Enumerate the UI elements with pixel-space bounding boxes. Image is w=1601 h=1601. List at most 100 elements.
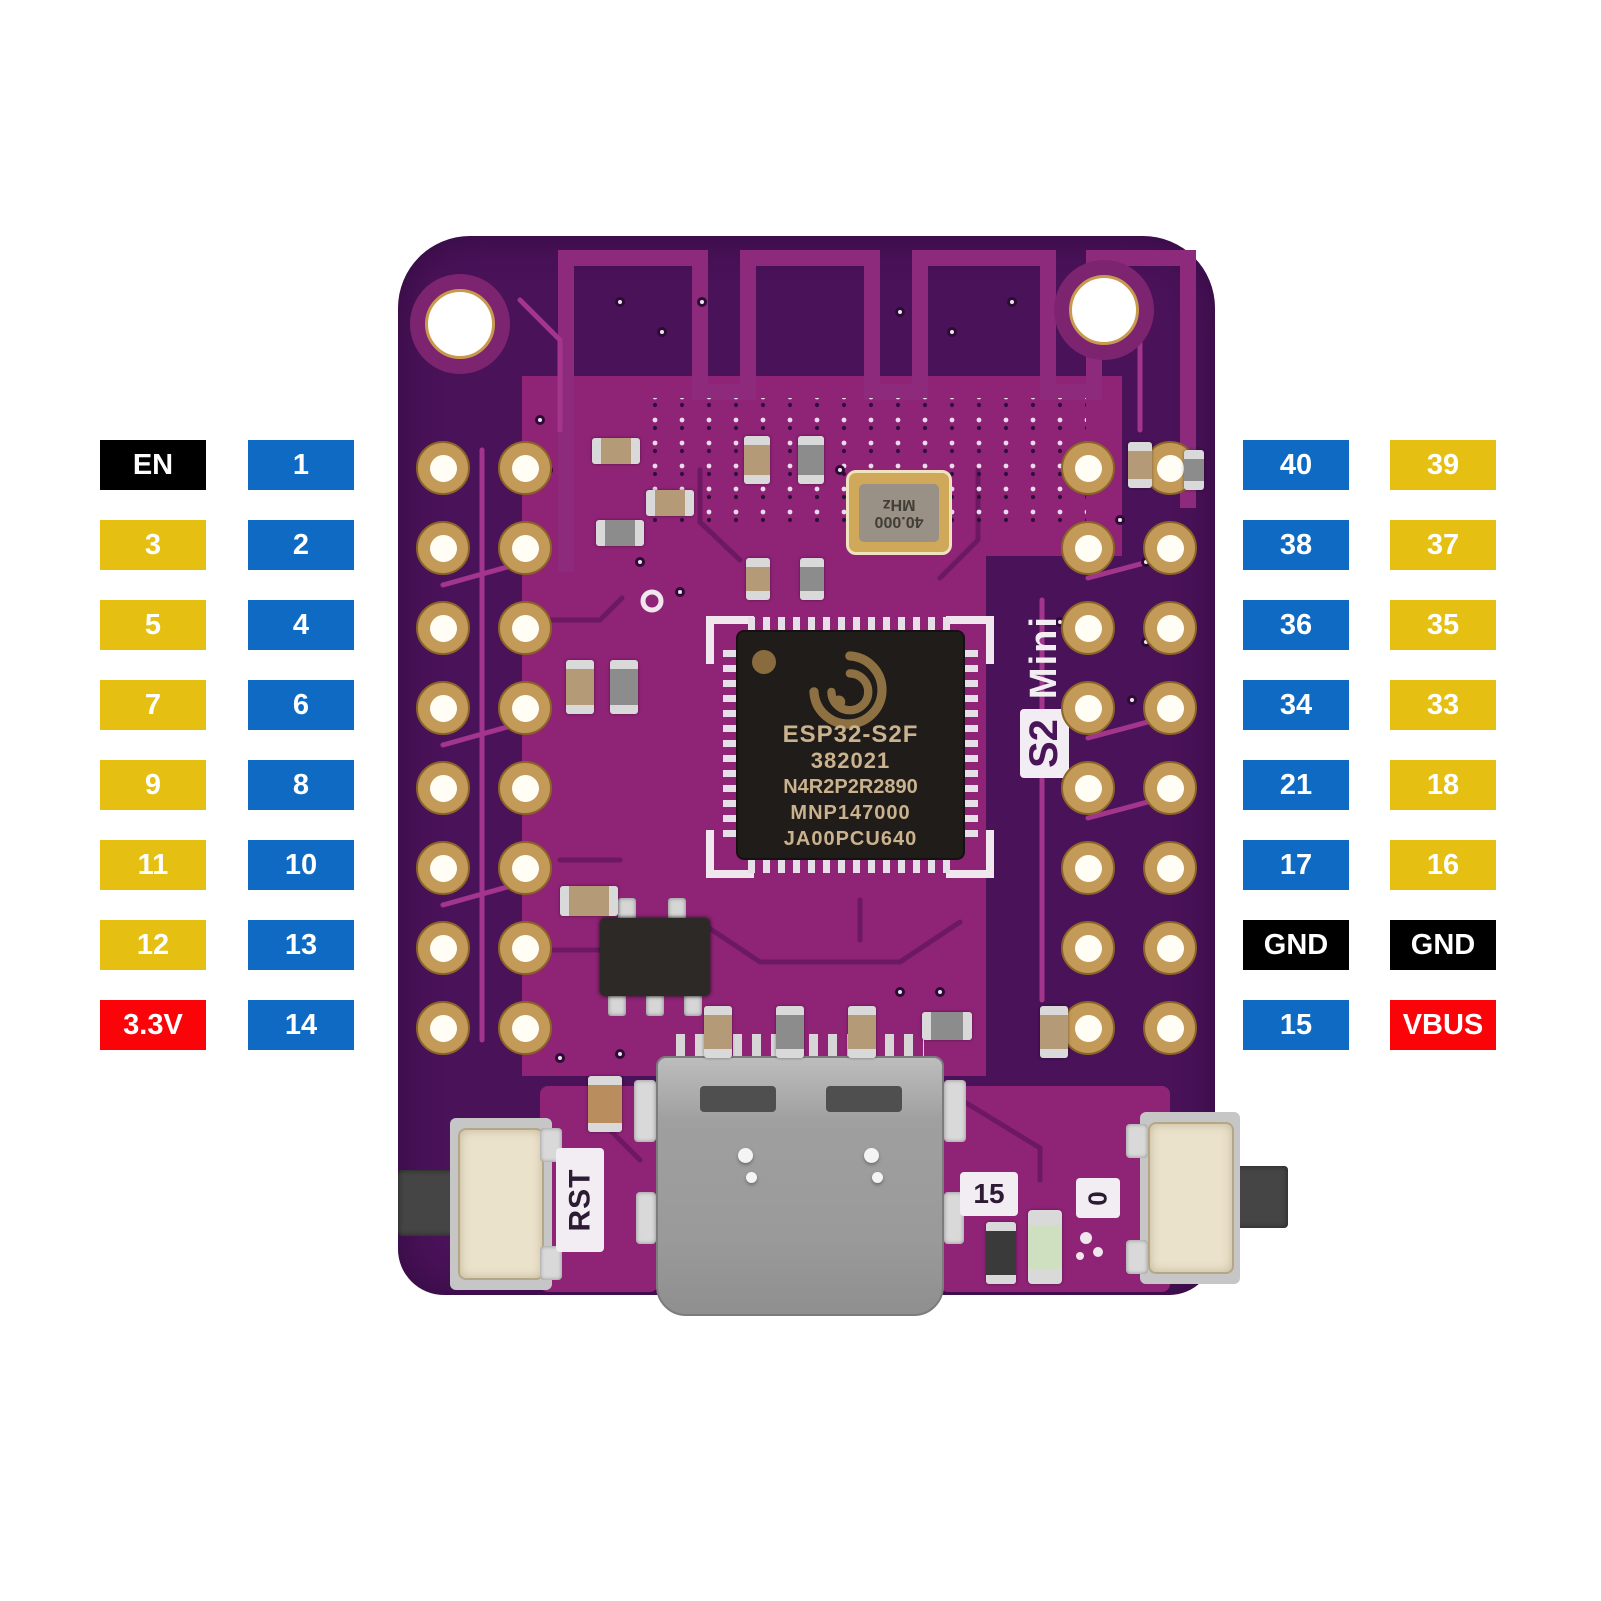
pad-hole xyxy=(1074,774,1102,802)
through-hole-pad xyxy=(1061,521,1115,575)
pin-label-vbus: VBUS xyxy=(1390,1000,1496,1050)
smd-component xyxy=(798,436,824,484)
pin-label-5: 5 xyxy=(100,600,206,650)
pad-hole xyxy=(511,694,539,722)
usb-solder-tab xyxy=(944,1080,966,1142)
smd-component xyxy=(1128,442,1152,488)
through-hole-pad xyxy=(1143,921,1197,975)
pad-hole xyxy=(1074,934,1102,962)
smd-component xyxy=(848,1006,876,1058)
smd-component xyxy=(610,660,638,714)
usb-dimple xyxy=(746,1172,757,1183)
pin-label-37: 37 xyxy=(1390,520,1496,570)
pin-label-3-3v: 3.3V xyxy=(100,1000,206,1050)
pad-hole xyxy=(429,934,457,962)
pad-hole xyxy=(1074,694,1102,722)
pin-label-9: 9 xyxy=(100,760,206,810)
through-hole-pad xyxy=(498,921,552,975)
pad-hole xyxy=(1156,454,1184,482)
pad-hole xyxy=(511,454,539,482)
pin-label-8: 8 xyxy=(248,760,354,810)
pad-hole xyxy=(1156,1014,1184,1042)
reset-label: RST xyxy=(563,1168,596,1232)
smd-component xyxy=(1040,1006,1068,1058)
through-hole-pad xyxy=(1061,441,1115,495)
pad-hole xyxy=(1074,614,1102,642)
usb-solder-tab xyxy=(944,1192,964,1244)
pin-label-3: 3 xyxy=(100,520,206,570)
model-name-box: S2 xyxy=(1019,709,1069,778)
smd-component xyxy=(922,1012,972,1040)
smd-component xyxy=(596,520,644,546)
crystal-oscillator: 40.000 MHz xyxy=(846,470,952,555)
through-hole-pad xyxy=(1143,681,1197,735)
pin-label-4: 4 xyxy=(248,600,354,650)
through-hole-pad xyxy=(416,841,470,895)
pin-label-2: 2 xyxy=(248,520,354,570)
regulator-leg xyxy=(668,898,686,920)
through-hole-pad xyxy=(416,1001,470,1055)
pin-label-14: 14 xyxy=(248,1000,354,1050)
mounting-hole-bore xyxy=(1069,275,1139,345)
pad-hole xyxy=(429,1014,457,1042)
chip-pins-top xyxy=(748,617,954,632)
pin15-label: 15 xyxy=(973,1178,1005,1209)
smd-component xyxy=(744,436,770,484)
pad-hole xyxy=(511,1014,539,1042)
pin-label-17: 17 xyxy=(1243,840,1349,890)
pad-hole xyxy=(1156,854,1184,882)
pin-label-36: 36 xyxy=(1243,600,1349,650)
model-name-suffix: Mini xyxy=(1022,615,1065,700)
through-hole-pad xyxy=(1061,841,1115,895)
usb-retention-clip xyxy=(826,1086,902,1112)
pin-label-33: 33 xyxy=(1390,680,1496,730)
mounting-hole-top-left xyxy=(410,274,510,374)
through-hole-pad xyxy=(498,601,552,655)
pin-label-15: 15 xyxy=(1243,1000,1349,1050)
smd-component xyxy=(800,558,824,600)
through-hole-pad xyxy=(498,841,552,895)
through-hole-pad xyxy=(1061,601,1115,655)
usb-dimple xyxy=(738,1148,753,1163)
pin-label-35: 35 xyxy=(1390,600,1496,650)
pad-hole xyxy=(1156,614,1184,642)
through-hole-pad xyxy=(498,761,552,815)
smd-component xyxy=(776,1006,804,1058)
through-hole-pad xyxy=(498,1001,552,1055)
model-silkscreen: S2 Mini xyxy=(1012,576,1076,778)
reset-button xyxy=(458,1128,544,1280)
pad-hole xyxy=(1156,774,1184,802)
reset-label-box: RST xyxy=(556,1148,604,1252)
button-solder-tab xyxy=(1126,1124,1148,1158)
chip-pins-right xyxy=(963,650,978,844)
pin-label-7: 7 xyxy=(100,680,206,730)
pin-label-16: 16 xyxy=(1390,840,1496,890)
regulator-leg xyxy=(608,994,626,1016)
smd-component xyxy=(560,886,618,916)
through-hole-pad xyxy=(1143,1001,1197,1055)
chip-pin1-dot xyxy=(752,650,776,674)
button-solder-tab xyxy=(540,1246,562,1280)
chip-marking-line: MNP147000 xyxy=(790,802,911,824)
through-hole-pad xyxy=(1061,1001,1115,1055)
pad-hole xyxy=(429,854,457,882)
pin-label-13: 13 xyxy=(248,920,354,970)
pad-hole xyxy=(511,934,539,962)
pin-label-10: 10 xyxy=(248,840,354,890)
through-hole-pad xyxy=(1061,921,1115,975)
regulator-leg xyxy=(684,994,702,1016)
pad-hole xyxy=(429,694,457,722)
through-hole-pad xyxy=(1143,841,1197,895)
chip-marking-line: ESP32-S2F xyxy=(782,721,919,748)
pin-label-18: 18 xyxy=(1390,760,1496,810)
pad-hole xyxy=(511,774,539,802)
pad-hole xyxy=(1074,534,1102,562)
button-solder-tab xyxy=(1126,1240,1148,1274)
smd-component xyxy=(986,1222,1016,1284)
through-hole-pad xyxy=(1143,601,1197,655)
through-hole-pad xyxy=(1143,521,1197,575)
regulator-leg xyxy=(618,898,636,920)
pad-hole xyxy=(1074,1014,1102,1042)
through-hole-pad xyxy=(498,521,552,575)
espressif-logo-icon xyxy=(809,651,887,729)
